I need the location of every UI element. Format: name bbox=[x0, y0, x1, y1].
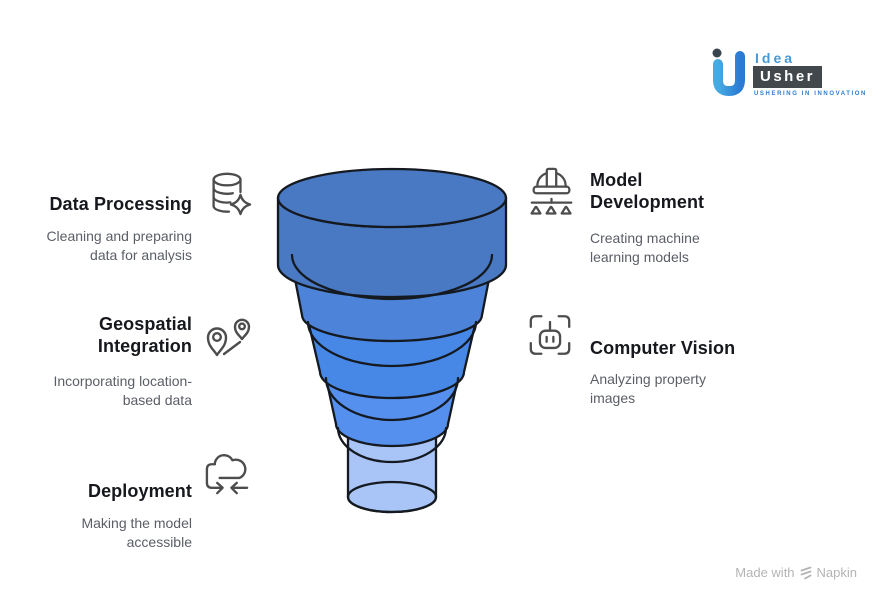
desc-line: accessible bbox=[126, 533, 192, 550]
title-line: Data Processing bbox=[49, 194, 192, 214]
database-sparkle-icon bbox=[204, 168, 252, 218]
desc-line: Making the model bbox=[81, 515, 192, 531]
funnel-seam-4 bbox=[336, 426, 448, 464]
robot-scan-icon bbox=[526, 311, 574, 359]
funnel-seam-3 bbox=[324, 376, 460, 422]
desc-line: Analyzing property bbox=[590, 371, 706, 387]
feature-description: Cleaning and preparing data for analysis bbox=[0, 227, 192, 264]
cloud-sync-icon bbox=[203, 452, 252, 502]
napkin-logo-icon bbox=[800, 566, 811, 579]
feature-title: Computer Vision bbox=[590, 337, 860, 359]
title-line: Model bbox=[590, 170, 643, 190]
feature-description: Creating machine learning models bbox=[590, 229, 860, 266]
feature-computer-vision: Computer Vision Analyzing property image… bbox=[590, 337, 860, 407]
footer-brand: Napkin bbox=[816, 565, 857, 580]
desc-line: learning models bbox=[590, 248, 689, 265]
feature-description: Analyzing property images bbox=[590, 370, 860, 407]
feature-geospatial-integration: Geospatial Integration Incorporating loc… bbox=[0, 313, 192, 409]
feature-description: Making the model accessible bbox=[0, 514, 192, 551]
funnel-seam-1 bbox=[290, 253, 494, 301]
helmet-hierarchy-icon bbox=[528, 164, 575, 215]
idea-usher-logo-mark bbox=[712, 48, 745, 97]
made-with-napkin-credit: Made with Napkin bbox=[735, 565, 857, 580]
footer-prefix: Made with bbox=[735, 565, 795, 580]
funnel-top-face bbox=[276, 167, 508, 229]
title-line: Computer Vision bbox=[590, 338, 736, 358]
title-line: Integration bbox=[97, 336, 192, 356]
idea-usher-logo: Idea Usher USHERING IN INNOVATION bbox=[706, 44, 865, 106]
title-line: Development bbox=[590, 192, 705, 212]
title-line: Geospatial bbox=[98, 314, 192, 334]
feature-deployment: Deployment Making the model accessible bbox=[0, 480, 192, 551]
desc-line: based data bbox=[122, 391, 192, 408]
feature-title: Deployment bbox=[0, 480, 192, 502]
funnel-bottom-rim bbox=[346, 480, 438, 514]
desc-line: Incorporating location- bbox=[53, 373, 192, 389]
desc-line: Cleaning and preparing bbox=[46, 228, 192, 244]
map-pins-route-icon bbox=[204, 314, 254, 361]
feature-title: Model Development bbox=[590, 169, 860, 213]
feature-title: Geospatial Integration bbox=[0, 313, 192, 357]
feature-data-processing: Data Processing Cleaning and preparing d… bbox=[0, 193, 192, 264]
desc-line: images bbox=[590, 389, 636, 406]
funnel-seam-2 bbox=[306, 320, 478, 368]
logo-word-idea: Idea bbox=[755, 50, 796, 66]
title-line: Deployment bbox=[87, 481, 192, 501]
feature-model-development: Model Development Creating machine learn… bbox=[590, 169, 860, 266]
logo-tagline: USHERING IN INNOVATION bbox=[754, 91, 867, 97]
logo-word-usher: Usher bbox=[753, 66, 823, 88]
desc-line: Creating machine bbox=[590, 230, 700, 246]
feature-description: Incorporating location- based data bbox=[0, 372, 192, 409]
feature-title: Data Processing bbox=[0, 193, 192, 215]
desc-line: data for analysis bbox=[90, 246, 192, 263]
